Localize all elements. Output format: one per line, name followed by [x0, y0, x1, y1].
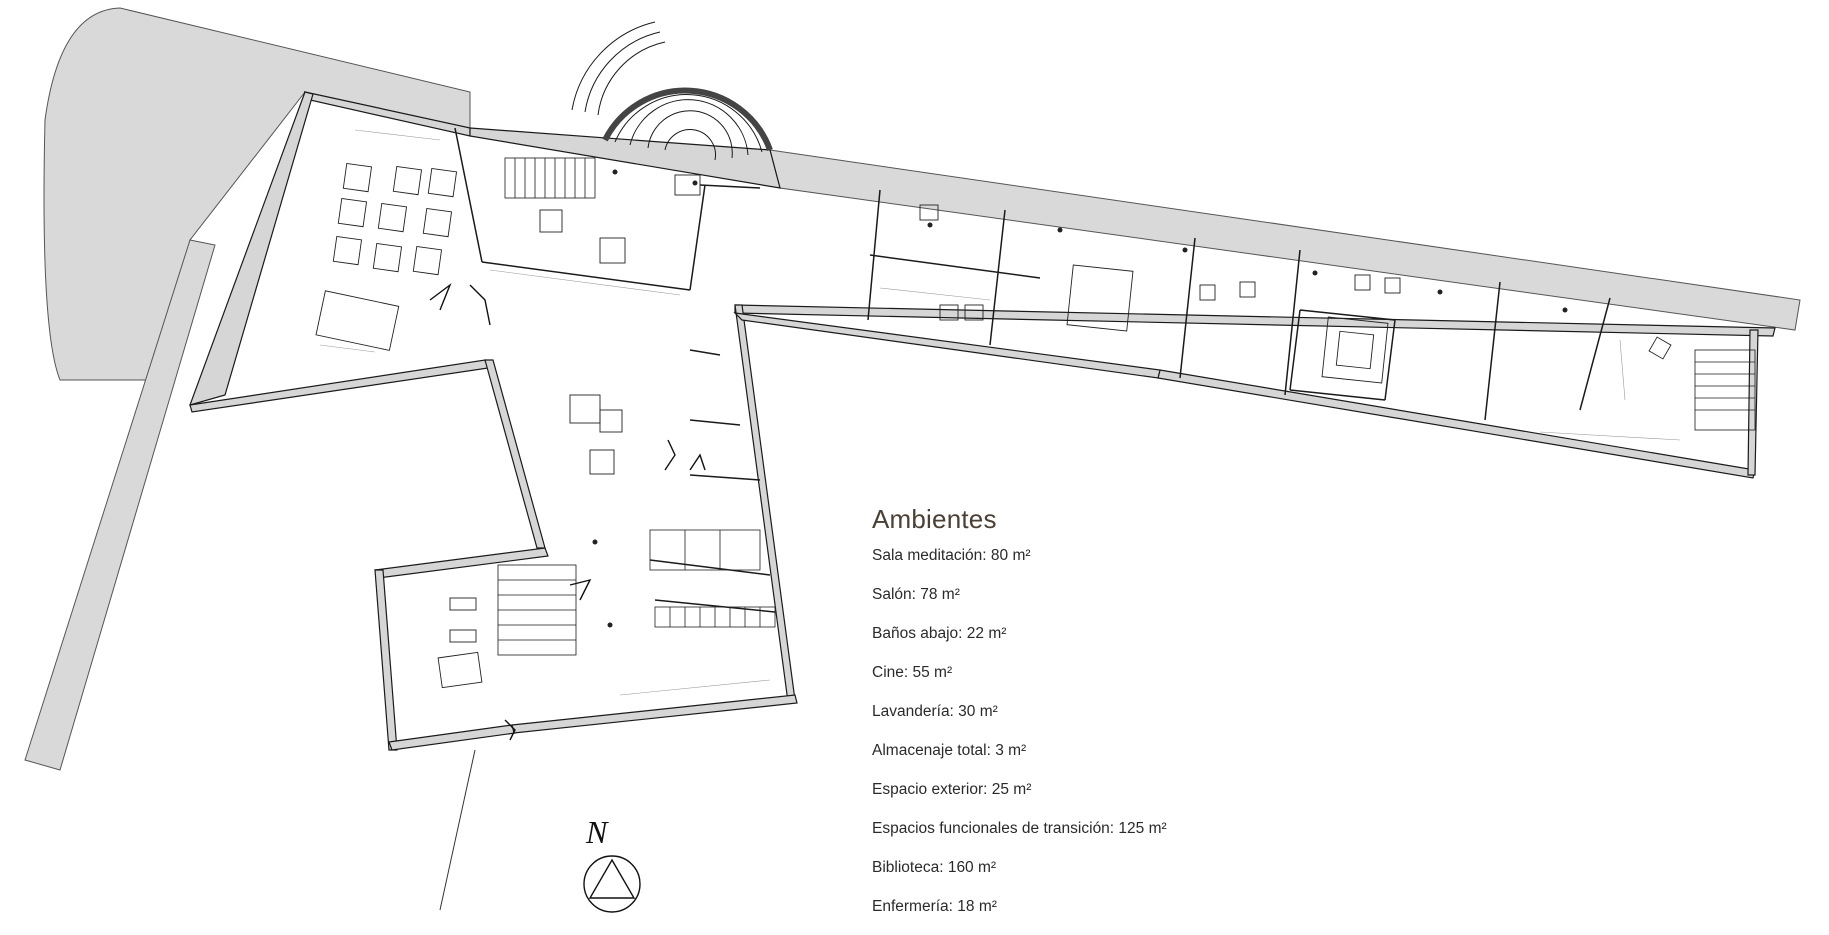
building-walls	[189, 91, 1776, 751]
legend-item: Espacios funcionales de transición: 125 …	[872, 820, 1167, 837]
dimension-lines	[319, 129, 1681, 696]
legend-item: Espacio exterior: 25 m²	[872, 781, 1032, 798]
rotunda-stair	[571, 21, 773, 161]
furniture	[315, 162, 1672, 689]
north-arrow-icon	[583, 855, 641, 913]
legend-title: Ambientes	[872, 504, 997, 534]
legend-panel: Ambientes Sala meditación: 80 m² Salón: …	[872, 504, 1332, 935]
legend-item: Salón: 78 m²	[872, 586, 960, 603]
legend-item: Baños abajo: 22 m²	[872, 625, 1007, 642]
legend-item: Cine: 55 m²	[872, 664, 953, 681]
legend-item: Biblioteca: 160 m²	[872, 859, 997, 876]
legend-item: Almacenaje total: 3 m²	[872, 742, 1027, 759]
legend-list: Sala meditación: 80 m² Salón: 78 m² Baño…	[872, 545, 1332, 935]
interior-partitions	[454, 127, 1611, 613]
legend-item: Enfermería: 18 m²	[872, 898, 997, 915]
access-line	[439, 749, 476, 911]
lockers	[649, 529, 776, 628]
doors	[429, 282, 706, 741]
legend-item: Sala meditación: 80 m²	[872, 547, 1031, 564]
north-label: N	[586, 814, 608, 850]
legend-item: Lavandería: 30 m²	[872, 703, 998, 720]
exterior-path	[24, 7, 1801, 771]
stairs	[497, 157, 1756, 656]
light-fixtures	[592, 169, 1568, 628]
